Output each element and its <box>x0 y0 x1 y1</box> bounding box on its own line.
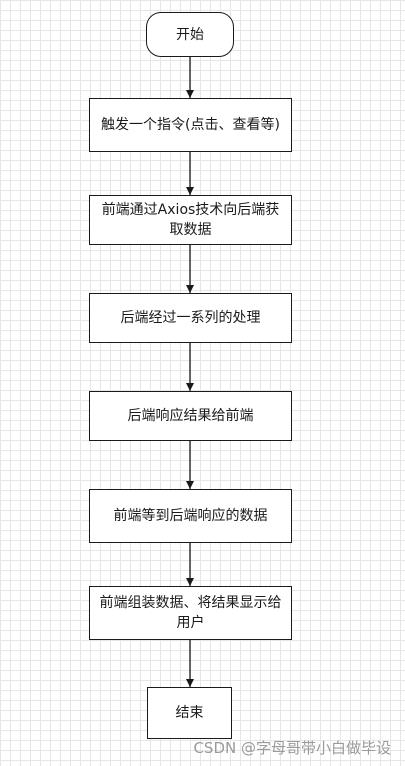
flow-step-label: 前端等到后端响应的数据 <box>113 508 268 524</box>
flow-step-label: 后端经过一系列的处理 <box>120 310 261 326</box>
csdn-watermark: CSDN @字母哥带小白做毕设 <box>193 739 391 757</box>
start-node: 开始 <box>146 12 234 57</box>
flow-step-frontend-assemble: 前端组装数据、将结果显示给用户 <box>89 586 292 640</box>
flow-step-label: 前端通过Axios技术向后端获取数据 <box>101 202 280 238</box>
flow-step-fetch-data: 前端通过Axios技术向后端获取数据 <box>89 195 292 245</box>
start-node-label: 开始 <box>176 26 204 43</box>
flow-step-label: 触发一个指令(点击、查看等) <box>101 117 280 133</box>
end-node-label: 结束 <box>175 705 204 721</box>
flow-step-label: 后端响应结果给前端 <box>127 408 254 424</box>
flow-step-frontend-wait: 前端等到后端响应的数据 <box>89 489 292 543</box>
flow-step-label: 前端组装数据、将结果显示给用户 <box>99 595 282 631</box>
flow-step-backend-process: 后端经过一系列的处理 <box>89 293 292 343</box>
flow-step-backend-respond: 后端响应结果给前端 <box>89 391 292 441</box>
flow-step-trigger-action: 触发一个指令(点击、查看等) <box>89 98 292 152</box>
end-node: 结束 <box>147 687 232 739</box>
